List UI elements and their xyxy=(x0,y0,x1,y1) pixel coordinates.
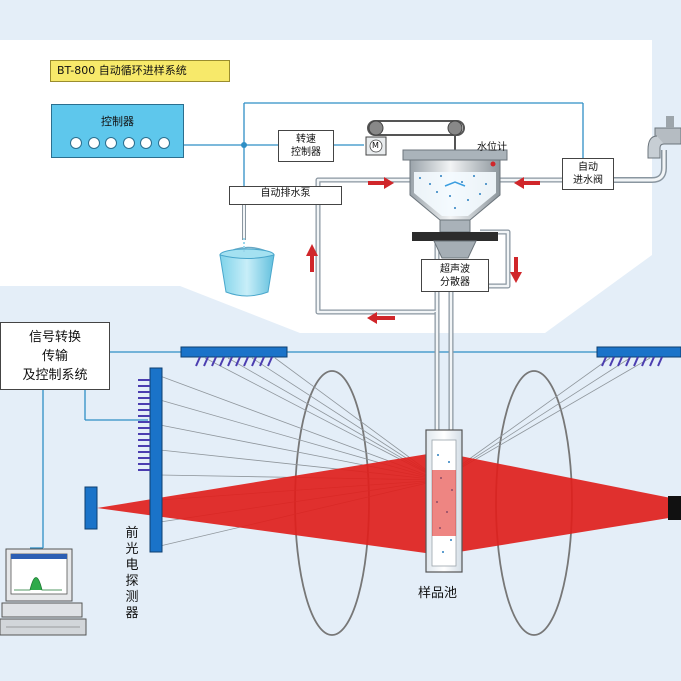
indicator-light xyxy=(157,137,170,149)
auto-drain-pump-label: 自动排水泵 xyxy=(260,188,311,199)
flow-arrow-into-tank-right xyxy=(514,177,540,189)
motor xyxy=(365,136,387,156)
indicator-light xyxy=(122,137,135,149)
drain-bucket xyxy=(219,238,275,297)
front-detector-char: 器 xyxy=(125,606,139,621)
signal-system-line3: 及控制系统 xyxy=(22,368,88,383)
system-title-banner: BT-800 自动循环进样系统 xyxy=(50,60,230,82)
indicator-light xyxy=(87,137,100,149)
front-detector-char: 前 xyxy=(125,526,139,541)
auto-inlet-valve-box: 自动 进水阀 xyxy=(562,158,614,190)
front-detector-char: 探 xyxy=(125,574,139,589)
controller-label: 控制器 xyxy=(101,115,134,128)
system-title: BT-800 自动循环进样系统 xyxy=(57,64,187,77)
front-detector-char: 电 xyxy=(125,558,139,573)
flow-arrow-into-tank-left xyxy=(368,177,394,189)
auto-drain-pump-box: 自动排水泵 xyxy=(229,186,342,205)
front-detector-array xyxy=(138,367,163,553)
water-level-gauge-label: 水位计 xyxy=(477,142,507,153)
signal-system-line1: 信号转换 xyxy=(28,330,81,345)
auto-inlet-valve-line1: 自动 xyxy=(578,162,598,173)
signal-system-line2: 传输 xyxy=(41,349,68,364)
flow-arrows xyxy=(306,177,540,324)
speed-controller-line2: 控制器 xyxy=(291,147,321,158)
controller-box: 控制器 xyxy=(51,104,184,158)
flow-arrow-up xyxy=(306,244,318,272)
top-detector-right xyxy=(596,346,681,367)
laser-beam xyxy=(97,452,681,555)
ultrasonic-disperser-line2: 分散器 xyxy=(440,277,470,288)
speed-controller-box: 转速 控制器 xyxy=(278,130,334,162)
computer xyxy=(0,548,87,636)
indicator-light xyxy=(70,137,82,149)
ultrasonic-disperser-line1: 超声波 xyxy=(440,264,470,275)
water-pipes xyxy=(242,150,667,430)
top-detector-left xyxy=(180,346,288,367)
flow-arrow-down xyxy=(510,257,522,283)
indicator-light xyxy=(140,137,153,149)
water-faucet xyxy=(647,116,681,159)
front-detector-char: 测 xyxy=(125,590,139,605)
indicator-light xyxy=(105,137,118,149)
ultrasonic-disperser-box: 超声波 分散器 xyxy=(421,259,489,292)
laser-source xyxy=(84,486,98,530)
motor-symbol: M xyxy=(372,141,379,150)
front-detector-label: 前 光 电 探 测 器 xyxy=(124,526,140,622)
sample-cell-body xyxy=(425,429,463,573)
auto-inlet-valve-line2: 进水阀 xyxy=(573,175,603,186)
front-detector-char: 光 xyxy=(125,542,139,557)
signal-junction xyxy=(241,142,247,148)
signal-system-box: 信号转换 传输 及控制系统 xyxy=(0,322,110,390)
rear-detector xyxy=(668,496,681,520)
controller-indicators xyxy=(70,137,170,149)
speed-controller-line1: 转速 xyxy=(296,134,316,145)
sample-tank xyxy=(402,149,508,259)
sample-cell-label: 样品池 xyxy=(418,586,458,601)
flow-arrow-left xyxy=(367,312,395,324)
